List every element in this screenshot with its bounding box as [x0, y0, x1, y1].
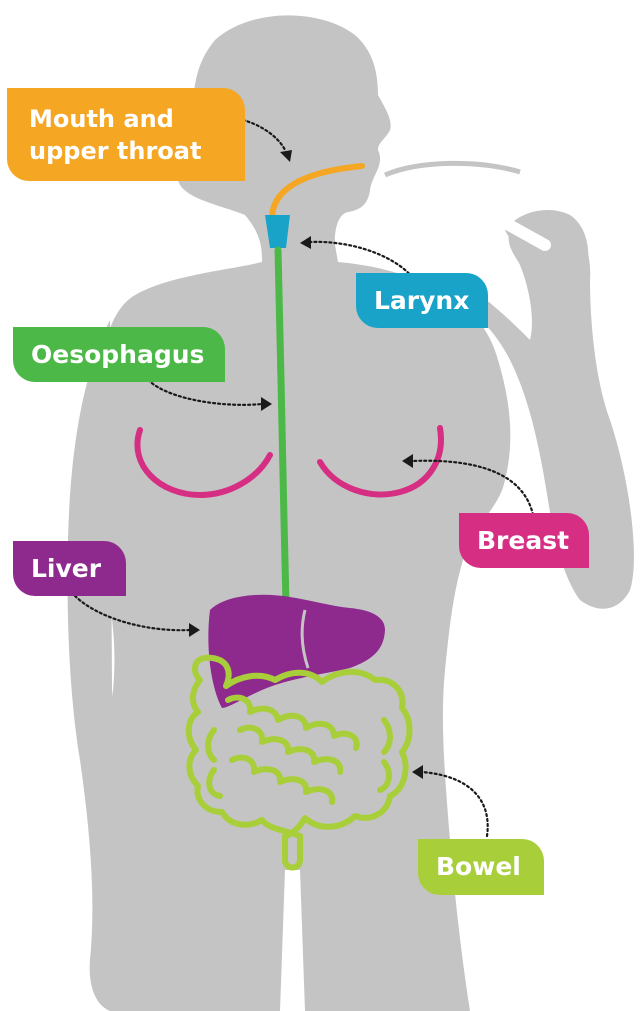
label-bowel-text: Bowel	[436, 852, 521, 882]
label-mouth-line1: Mouth and	[29, 103, 201, 135]
label-breast: Breast	[459, 513, 589, 568]
label-breast-text: Breast	[477, 526, 569, 556]
label-larynx: Larynx	[356, 273, 488, 328]
label-oesophagus-text: Oesophagus	[31, 340, 204, 370]
label-liver-text: Liver	[31, 554, 101, 584]
label-mouth-upper-throat: Mouth and upper throat	[7, 88, 245, 181]
label-oesophagus: Oesophagus	[13, 327, 225, 382]
label-larynx-text: Larynx	[374, 286, 469, 316]
label-mouth-line2: upper throat	[29, 135, 201, 167]
label-liver: Liver	[13, 541, 126, 596]
wine-glass	[384, 135, 545, 245]
label-bowel: Bowel	[418, 839, 544, 895]
